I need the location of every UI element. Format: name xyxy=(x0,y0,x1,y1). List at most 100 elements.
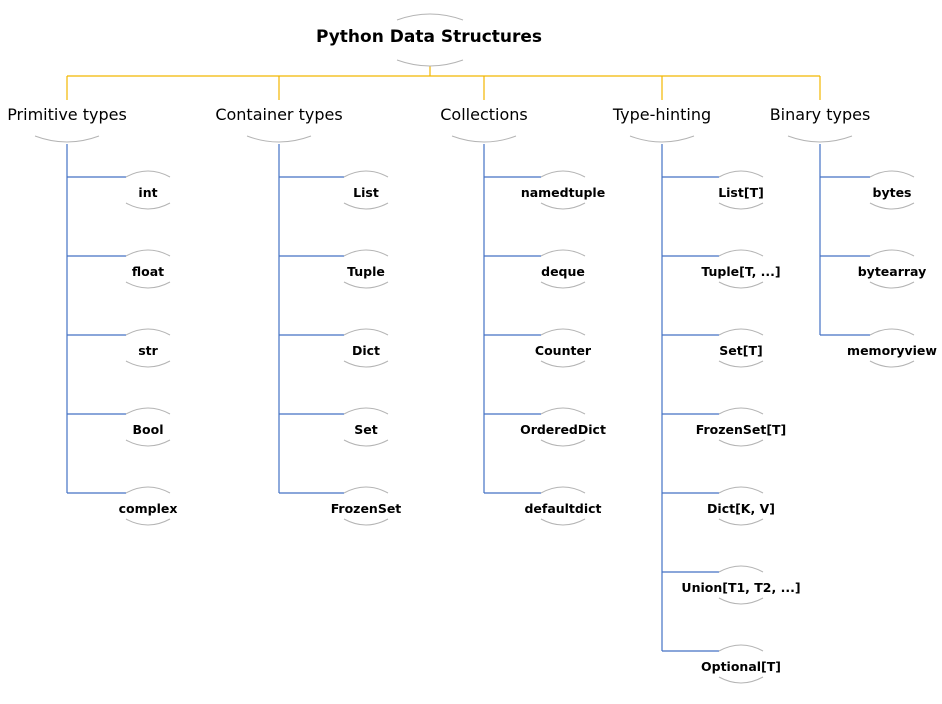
leaf-label-deque: deque xyxy=(541,264,585,279)
leaf-node-dict-k-v: Dict[K, V] xyxy=(707,486,775,526)
leaf-label-list-t: List[T] xyxy=(718,185,764,200)
leaf-node-arc-top xyxy=(718,170,764,178)
category-label-type-hinting: Type-hinting xyxy=(612,105,711,124)
leaf-node-arc-top xyxy=(540,170,586,178)
leaf-node-arc-top xyxy=(869,170,915,178)
category-node-arc xyxy=(246,135,312,143)
leaf-node-arc-top xyxy=(125,486,171,494)
category-label-primitive-types: Primitive types xyxy=(7,105,127,124)
leaf-node-arc-bottom xyxy=(540,281,586,289)
leaf-label-defaultdict: defaultdict xyxy=(524,501,601,516)
leaf-label-tuple: Tuple xyxy=(347,264,385,279)
leaf-label-tuple-t: Tuple[T, ...] xyxy=(701,264,780,279)
leaf-node-arc-top xyxy=(718,249,764,257)
category-node-binary-types: Binary types xyxy=(770,105,871,143)
leaf-node-set: Set xyxy=(343,407,389,447)
leaf-node-arc-bottom xyxy=(869,281,915,289)
leaf-node-dict: Dict xyxy=(343,328,389,368)
leaf-node-str: str xyxy=(125,328,171,368)
leaf-label-list: List xyxy=(353,185,379,200)
leaf-node-arc-top xyxy=(869,249,915,257)
leaf-node-arc-top xyxy=(718,486,764,494)
leaf-node-arc-bottom xyxy=(540,518,586,526)
leaf-node-arc-bottom xyxy=(343,518,389,526)
leaf-node-arc-top xyxy=(540,407,586,415)
leaf-node-frozenset: FrozenSet xyxy=(331,486,402,526)
category-node-arc xyxy=(629,135,695,143)
category-node-container-types: Container types xyxy=(215,105,343,143)
leaf-node-arc-top xyxy=(718,328,764,336)
leaf-node-counter: Counter xyxy=(535,328,592,368)
leaf-label-namedtuple: namedtuple xyxy=(521,185,605,200)
leaf-node-arc-bottom xyxy=(869,360,915,368)
leaf-node-arc-bottom xyxy=(125,439,171,447)
leaf-label-bytes: bytes xyxy=(873,185,912,200)
leaf-node-arc-top xyxy=(343,170,389,178)
connector-lines xyxy=(66,66,870,652)
leaf-node-arc-bottom xyxy=(718,676,764,684)
leaf-node-int: int xyxy=(125,170,171,210)
leaf-node-arc-bottom xyxy=(718,439,764,447)
leaf-node-complex: complex xyxy=(119,486,178,526)
leaf-node-arc-bottom xyxy=(540,439,586,447)
leaf-node-arc-bottom xyxy=(540,202,586,210)
leaf-node-namedtuple: namedtuple xyxy=(521,170,605,210)
leaf-label-float: float xyxy=(132,264,164,279)
root-node: Python Data Structures xyxy=(316,13,542,67)
leaf-node-arc-top xyxy=(718,644,764,652)
leaf-node-ordereddict: OrderedDict xyxy=(520,407,606,447)
leaf-label-dict-k-v: Dict[K, V] xyxy=(707,501,775,516)
leaf-node-arc-top xyxy=(125,407,171,415)
leaf-node-arc-top xyxy=(125,328,171,336)
leaf-label-int: int xyxy=(138,185,157,200)
leaf-label-union-t1-t2: Union[T1, T2, ...] xyxy=(681,580,800,595)
leaf-node-float: float xyxy=(125,249,171,289)
leaf-label-str: str xyxy=(138,343,158,358)
leaf-node-tuple-t: Tuple[T, ...] xyxy=(701,249,781,289)
leaf-node-arc-bottom xyxy=(343,202,389,210)
leaf-node-arc-bottom xyxy=(125,202,171,210)
leaf-node-list-t: List[T] xyxy=(718,170,764,210)
leaf-node-arc-top xyxy=(718,407,764,415)
category-node-arc xyxy=(34,135,100,143)
leaf-node-arc-top xyxy=(718,565,764,573)
leaf-label-counter: Counter xyxy=(535,343,592,358)
leaf-node-list: List xyxy=(343,170,389,210)
root-node-arc-top xyxy=(396,13,464,21)
leaf-label-frozenset-t: FrozenSet[T] xyxy=(696,422,787,437)
leaf-label-frozenset: FrozenSet xyxy=(331,501,402,516)
root-title: Python Data Structures xyxy=(316,27,542,47)
leaf-node-arc-top xyxy=(125,249,171,257)
leaf-node-arc-top xyxy=(540,249,586,257)
leaf-node-arc-bottom xyxy=(718,202,764,210)
category-node-primitive-types: Primitive types xyxy=(7,105,127,143)
leaf-label-memoryview: memoryview xyxy=(847,343,937,358)
leaf-node-arc-bottom xyxy=(718,281,764,289)
category-node-arc xyxy=(451,135,517,143)
leaf-node-arc-top xyxy=(343,407,389,415)
leaf-node-bytes: bytes xyxy=(869,170,915,210)
leaf-node-arc-bottom xyxy=(718,518,764,526)
leaf-node-arc-bottom xyxy=(540,360,586,368)
category-label-binary-types: Binary types xyxy=(770,105,871,124)
leaf-node-deque: deque xyxy=(540,249,586,289)
leaf-node-arc-top xyxy=(343,249,389,257)
leaf-node-frozenset-t: FrozenSet[T] xyxy=(696,407,787,447)
leaf-node-arc-bottom xyxy=(343,439,389,447)
leaf-label-complex: complex xyxy=(119,501,178,516)
leaf-label-bool: Bool xyxy=(133,422,164,437)
leaf-node-arc-bottom xyxy=(125,360,171,368)
leaf-node-bool: Bool xyxy=(125,407,171,447)
leaf-node-arc-bottom xyxy=(343,360,389,368)
category-label-container-types: Container types xyxy=(215,105,342,124)
leaf-node-union-t1-t2: Union[T1, T2, ...] xyxy=(681,565,801,605)
leaf-node-defaultdict: defaultdict xyxy=(524,486,602,526)
leaf-node-tuple: Tuple xyxy=(343,249,389,289)
category-node-collections: Collections xyxy=(440,105,528,143)
leaf-node-arc-bottom xyxy=(343,281,389,289)
category-node-type-hinting: Type-hinting xyxy=(612,105,711,143)
leaf-label-optional-t: Optional[T] xyxy=(701,659,781,674)
leaf-node-bytearray: bytearray xyxy=(858,249,926,289)
leaf-label-set-t: Set[T] xyxy=(719,343,762,358)
